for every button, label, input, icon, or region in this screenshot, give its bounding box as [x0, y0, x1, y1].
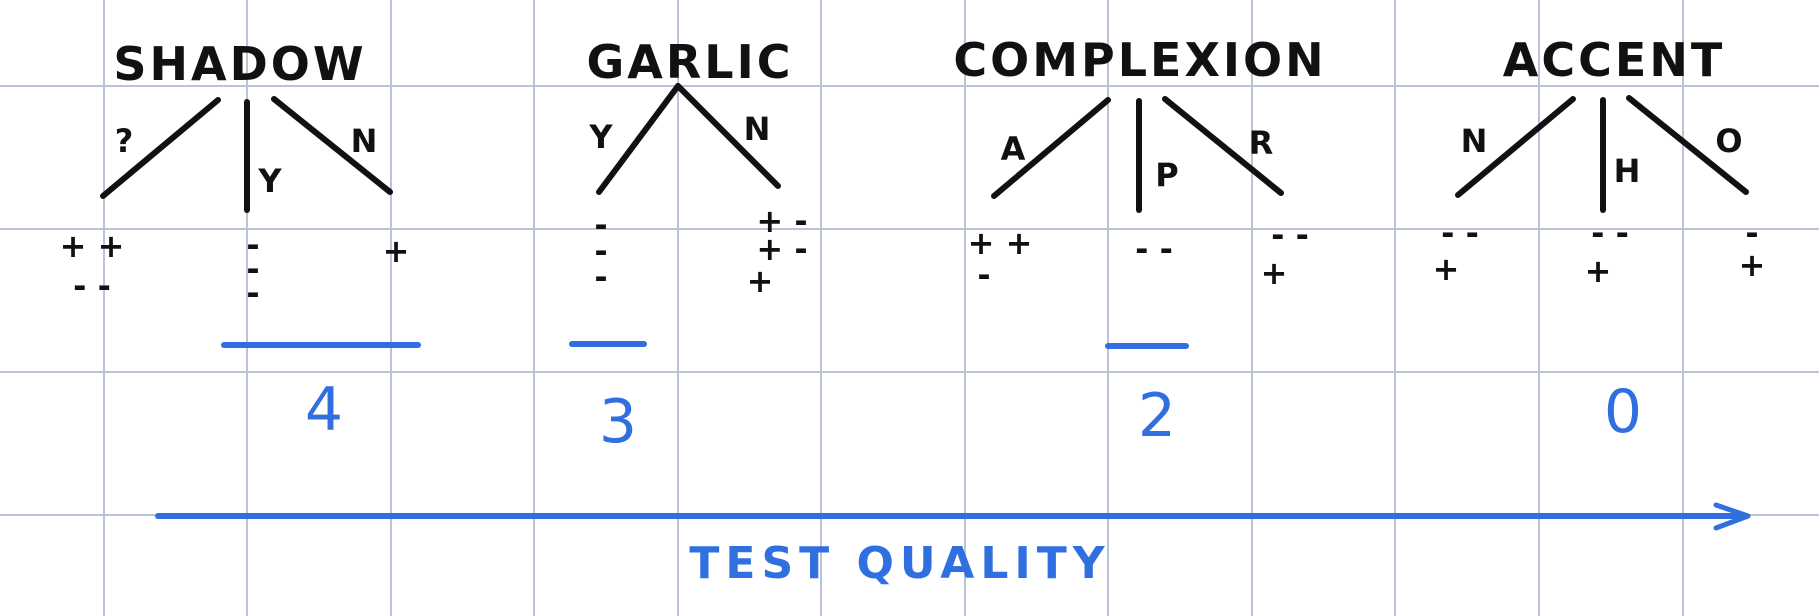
branch-line [271, 96, 393, 195]
branch-label: A [1001, 130, 1026, 168]
branch-label: O [1715, 122, 1742, 160]
branch-label: H [1614, 152, 1641, 190]
feature-name: GARLIC [587, 35, 794, 89]
outcome-mark: - [1745, 214, 1758, 252]
test-quality-score: 4 [305, 375, 343, 445]
outcome-mark: - - [1591, 214, 1629, 252]
outcome-mark: - [594, 258, 607, 296]
branch-label: Y [257, 162, 282, 200]
outcome-mark: - [246, 274, 259, 312]
outcome-mark: - [246, 226, 259, 264]
stump-accent: ACCENT N H O - - + - - + - + 0 [1433, 33, 1766, 447]
test-quality-score: 0 [1604, 377, 1642, 447]
branch-line [1626, 95, 1749, 195]
outcome-mark: - - [1441, 214, 1479, 252]
test-quality-score: 2 [1138, 381, 1176, 451]
outcome-mark: + [1433, 250, 1460, 288]
outcome-mark: - - [1271, 216, 1309, 254]
feature-name: COMPLEXION [953, 33, 1326, 87]
test-quality-axis: TEST QUALITY [155, 502, 1751, 589]
branch-label: R [1249, 124, 1274, 162]
outcome-mark: - [977, 256, 990, 294]
outcome-mark: + [1585, 252, 1612, 290]
branch-line [1162, 96, 1284, 196]
branch-label: P [1155, 156, 1178, 194]
outcome-mark: + + [60, 227, 125, 265]
feature-name: SHADOW [113, 37, 366, 91]
stump-complexion: COMPLEXION A P R + + - - - - - + 2 [953, 33, 1326, 451]
branch-line [991, 97, 1111, 199]
outcome-mark: - - [1135, 230, 1173, 268]
branch-line [675, 83, 781, 189]
feature-name: ACCENT [1503, 33, 1725, 87]
outcome-mark: - [246, 250, 259, 288]
outcome-mark: - - [73, 267, 111, 305]
stump-shadow: SHADOW ? Y N + + - - - - - + 4 [60, 37, 421, 445]
outcome-mark: - [594, 206, 607, 244]
outcome-mark: + + [968, 224, 1033, 262]
arrow-head-icon [1713, 502, 1751, 531]
outcome-mark: + - [756, 230, 807, 268]
outcome-mark: + [747, 262, 774, 300]
outcome-mark: + [1261, 254, 1288, 292]
branch-label: ? [115, 122, 134, 160]
outcome-mark: + [383, 232, 410, 270]
branch-label: N [744, 110, 771, 148]
branch-label: Y [588, 118, 613, 156]
outcome-mark: + [1739, 246, 1766, 284]
test-quality-score: 3 [599, 387, 637, 457]
branch-line [1455, 96, 1576, 198]
stump-garlic: GARLIC Y N - - - + - + - + 3 [569, 35, 808, 457]
axis-label: TEST QUALITY [689, 538, 1110, 589]
branch-label: N [351, 122, 378, 160]
outcome-mark: - [594, 232, 607, 270]
branch-line [596, 83, 681, 195]
branch-label: N [1461, 122, 1488, 160]
outcome-mark: + - [756, 202, 807, 240]
branch-line [100, 97, 221, 199]
